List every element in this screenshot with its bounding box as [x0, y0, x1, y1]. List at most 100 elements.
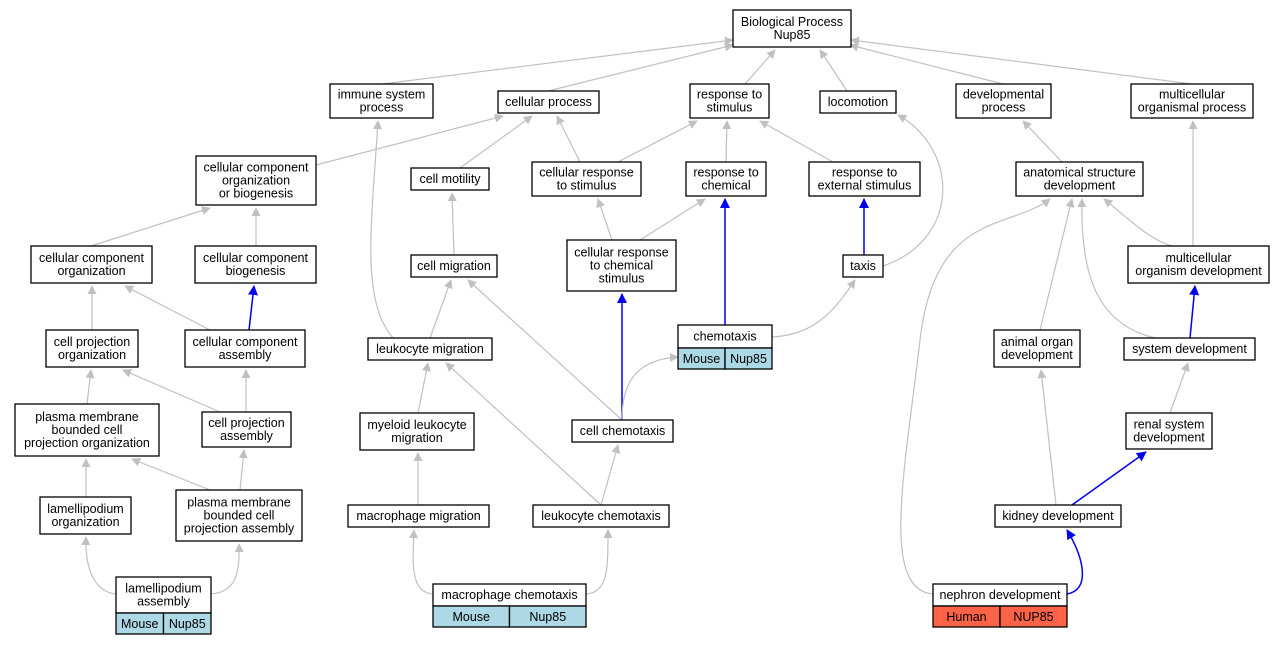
tag-label: Mouse [121, 617, 159, 631]
node-label: myeloid leukocyte [367, 418, 466, 432]
edge-nephron-to-anat_dev [900, 198, 1051, 595]
edge-cellchemo-to-chemotaxis [621, 353, 679, 421]
edge-kidney-to-renal [1071, 451, 1147, 506]
node-cellmot[interactable]: cell motility [410, 167, 490, 191]
node-box [1123, 337, 1256, 361]
node-label: cell projection [54, 335, 130, 349]
edge-cellresp_stim-to-resp_stim [617, 120, 698, 163]
node-box [955, 83, 1052, 119]
node-locomotion[interactable]: locomotion [819, 90, 897, 114]
edge-resp_stim-to-bp [744, 49, 776, 85]
node-label: cellular response [539, 166, 634, 180]
edge-multi_dev-to-anat_dev [1103, 198, 1173, 247]
node-label: projection assembly [184, 522, 295, 536]
node-cellproc[interactable]: cellular process [497, 90, 600, 114]
node-label: cell chemotaxis [580, 424, 665, 438]
node-label: stimulus [707, 101, 753, 115]
node-leuk_chemo[interactable]: leukocyte chemotaxis [532, 504, 670, 528]
edge-nephron-to-kidney [1066, 529, 1084, 595]
node-box [689, 83, 770, 119]
node-label: cell projection [208, 416, 284, 430]
edge-ccassembly-to-ccbio [248, 285, 258, 331]
tag-label: Mouse [683, 352, 721, 366]
edge-pm_asm-to-pm_org [131, 457, 211, 491]
node-label: cellular component [193, 335, 298, 349]
node-label: cellular component [203, 251, 308, 265]
node-kidney[interactable]: kidney development [994, 504, 1122, 528]
edge-cellproj_asm-to-cellproj_org [122, 369, 221, 413]
node-box [1125, 412, 1213, 450]
tag-label: Nup85 [529, 610, 566, 624]
edge-cellmot-to-cellproc [459, 115, 533, 169]
node-box [571, 419, 674, 443]
node-label: macrophage chemotaxis [441, 588, 577, 602]
node-label: system development [1132, 342, 1247, 356]
edge-myeloid-to-leuk_mig [417, 362, 431, 414]
node-label: immune system [338, 88, 426, 102]
node-label: cell migration [417, 259, 491, 273]
node-box [732, 9, 852, 48]
node-label: chemical [701, 179, 750, 193]
node-leuk_mig[interactable]: leukocyte migration [367, 337, 493, 361]
edge-ccorg_bio-to-cellproc [315, 113, 504, 166]
node-sysdev[interactable]: system development [1123, 337, 1256, 361]
node-box [184, 329, 306, 368]
node-cellmig[interactable]: cell migration [410, 254, 498, 278]
node-box [994, 504, 1122, 528]
node-label: organization [51, 515, 119, 529]
tag-cell [508, 605, 587, 628]
node-cellchemo[interactable]: cell chemotaxis [571, 419, 674, 443]
node-label: process [982, 101, 1026, 115]
node-label: response to [832, 166, 897, 180]
edge-cellmig-to-cellmot [447, 192, 457, 256]
node-taxis[interactable]: taxis [842, 254, 884, 278]
node-label: migration [391, 431, 442, 445]
edge-pm_org-to-cellproj_org [85, 369, 95, 405]
node-label: assembly [220, 429, 274, 443]
node-label: biogenesis [226, 264, 286, 278]
node-label: cell motility [419, 172, 481, 186]
node-label: animal organ [1001, 335, 1073, 349]
edge-resp_chem-to-resp_stim [722, 120, 732, 163]
node-label: leukocyte chemotaxis [541, 509, 661, 523]
node-label: external stimulus [818, 179, 912, 193]
edge-renal-to-sysdev [1169, 362, 1190, 414]
node-macro_mig[interactable]: macrophage migration [347, 504, 490, 528]
node-label: stimulus [599, 272, 645, 286]
edge-sysdev-to-multi_dev [1189, 285, 1200, 339]
node-label: locomotion [828, 95, 888, 109]
edge-macro_chemo-to-macro_mig [409, 529, 434, 595]
node-box [819, 90, 897, 114]
edge-leuk_mig-to-immune [370, 120, 394, 339]
node-box [329, 83, 434, 119]
edge-taxis-to-locomotion [882, 114, 944, 267]
tag-label: Nup85 [730, 352, 767, 366]
